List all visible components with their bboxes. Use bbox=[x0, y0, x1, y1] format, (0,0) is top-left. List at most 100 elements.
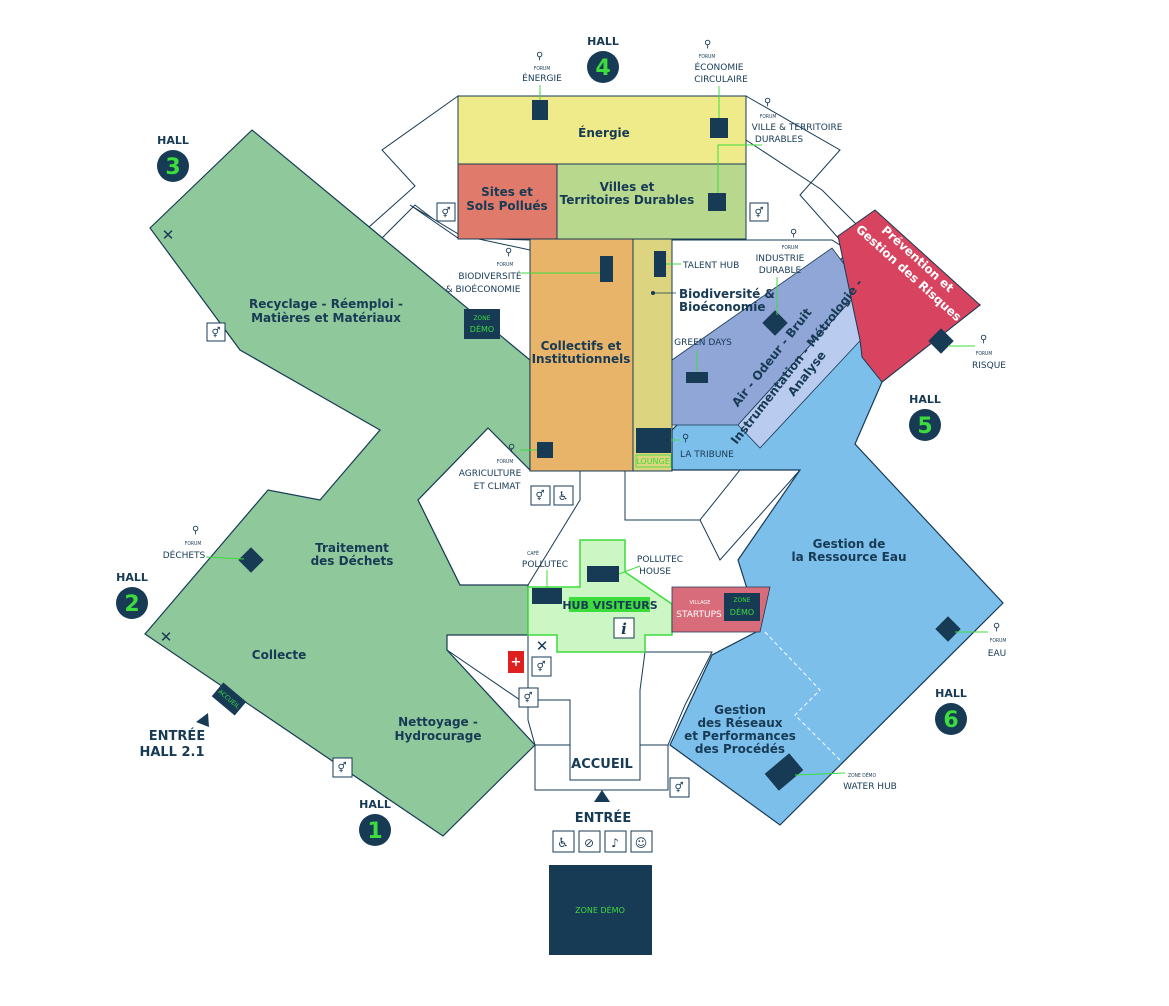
zone-accueil[interactable] bbox=[534, 744, 669, 791]
zone-sites-label-1: Sites et bbox=[481, 185, 533, 199]
entree-arrow-icon bbox=[594, 790, 610, 802]
toilets-icon: ⚥ bbox=[536, 661, 545, 673]
stand-talent-hub[interactable] bbox=[654, 251, 666, 277]
forum-biodiv-mic-icon: ⚲ bbox=[505, 247, 512, 258]
stand-forum-agri[interactable] bbox=[537, 442, 553, 458]
cognitive-impairment-icon: ☺ bbox=[635, 836, 648, 850]
forum-dechets-name: DÉCHETS bbox=[163, 549, 206, 561]
stand-la-tribune[interactable] bbox=[636, 428, 671, 453]
stand-forum-economie[interactable] bbox=[710, 118, 728, 138]
forum-risque-name: RISQUE bbox=[972, 361, 1006, 371]
forum-industrie-name-1: INDUSTRIE bbox=[756, 254, 805, 264]
restaurant-icons: ✕ ✕ ✕ bbox=[160, 226, 549, 655]
forum-energie-small: FORUM bbox=[534, 66, 551, 72]
zone-collectifs-label-1: Collectifs et bbox=[541, 339, 622, 353]
stand-green-days[interactable] bbox=[686, 372, 708, 383]
lounge-label: LOUNGE bbox=[636, 457, 670, 466]
zone-eau-label-2: la Ressource Eau bbox=[791, 550, 906, 564]
stand-forum-industrie[interactable] bbox=[762, 310, 788, 336]
hall-6-word: HALL bbox=[935, 687, 967, 700]
zone-biodiv-label-2: Bioéconomie bbox=[679, 300, 766, 314]
toilets-icon: ⚥ bbox=[754, 207, 763, 219]
entree-21-label-2: HALL 2.1 bbox=[139, 745, 204, 760]
stand-forum-biodiv[interactable] bbox=[600, 256, 613, 282]
entree-21-arrow-icon bbox=[196, 713, 209, 727]
restaurant-icon: ✕ bbox=[160, 628, 173, 646]
stand-zone-demo-entree[interactable] bbox=[549, 865, 652, 955]
stand-house[interactable] bbox=[587, 566, 619, 582]
stand-zone-demo-startups[interactable] bbox=[724, 593, 760, 621]
hub-visiteurs-badge[interactable] bbox=[569, 597, 650, 612]
info-icon-box[interactable] bbox=[613, 617, 635, 639]
accueil-label: ACCUEIL bbox=[571, 757, 633, 772]
la-tribune-label: LA TRIBUNE bbox=[680, 450, 734, 460]
stand-forum-dechets[interactable] bbox=[238, 547, 264, 573]
zone-sites-label-2: Sols Pollués bbox=[466, 199, 547, 213]
zone-demo-hall3-demo: DÉMO bbox=[470, 323, 494, 334]
hall-4-circle bbox=[587, 51, 619, 83]
zone-demo-startups-small: ZONE bbox=[733, 597, 750, 604]
toilets-icon: ⚥ bbox=[674, 782, 683, 794]
forum-ville-mic-icon: ⚲ bbox=[764, 97, 771, 108]
hall-1-word: HALL bbox=[359, 798, 391, 811]
zone-recyclage-label-1: Recyclage - Réemploi - bbox=[249, 297, 403, 311]
stand-forum-risque[interactable] bbox=[928, 328, 954, 354]
zone-collectifs-institutionnels[interactable] bbox=[529, 238, 634, 472]
forum-economie-name-1: ÉCONOMIE bbox=[695, 61, 744, 73]
forum-biodiv-small: FORUM bbox=[497, 262, 514, 268]
zone-collecte-label: Collecte bbox=[252, 648, 306, 662]
forum-eau-small: FORUM bbox=[990, 638, 1007, 644]
toilets-icon: ⚥ bbox=[523, 692, 532, 704]
forum-biodiv-name-1: BIODIVERSITÉ bbox=[458, 270, 521, 282]
toilets-icon: ⚥ bbox=[337, 762, 346, 774]
village-name: STARTUPS bbox=[676, 610, 722, 620]
hub-visiteurs-label: HUB VISITEURS bbox=[562, 599, 657, 612]
zone-prevention-risques[interactable] bbox=[837, 209, 981, 383]
stand-forum-ville[interactable] bbox=[708, 193, 726, 211]
zone-energie[interactable] bbox=[457, 95, 747, 165]
hall-2-word: HALL bbox=[116, 571, 148, 584]
hearing-impairment-icon: ♪ bbox=[611, 836, 619, 850]
hall-6-number: 6 bbox=[943, 708, 958, 733]
restaurant-icon: ✕ bbox=[536, 637, 549, 655]
forum-dechets-small: FORUM bbox=[185, 541, 202, 547]
stand-forum-eau[interactable] bbox=[935, 616, 961, 642]
forum-agri-mic-icon: ⚲ bbox=[508, 443, 515, 454]
stand-cafe[interactable] bbox=[532, 588, 562, 604]
house-line-1: POLLUTEC bbox=[637, 555, 683, 565]
entree-label: ENTRÉE bbox=[575, 810, 631, 826]
zone-reseaux-label-3: et Performances bbox=[684, 729, 796, 743]
zone-traitement-label-1: Traitement bbox=[315, 541, 389, 555]
stands bbox=[211, 100, 961, 955]
stand-zone-demo-hall3[interactable] bbox=[464, 309, 500, 339]
zone-villes-label-1: Villes et bbox=[600, 180, 655, 194]
info-icon: i bbox=[621, 620, 627, 638]
forum-economie-mic-icon: ⚲ bbox=[704, 39, 711, 50]
stand-forum-energie[interactable] bbox=[532, 100, 548, 120]
forum-agri-name-1: AGRICULTURE bbox=[459, 469, 522, 479]
first-aid-icon bbox=[508, 651, 524, 673]
stand-water-hub[interactable] bbox=[764, 753, 804, 791]
stand-accueil-badge[interactable] bbox=[211, 682, 247, 716]
forum-ville-small: FORUM bbox=[760, 114, 777, 120]
hall-2-circle bbox=[116, 587, 148, 619]
zone-sites-sols-pollues[interactable] bbox=[457, 163, 558, 240]
forum-ville-name-2: DURABLES bbox=[755, 135, 803, 145]
forum-biodiv-name-2: & BIOÉCONOMIE bbox=[446, 283, 521, 295]
entree-21-label-1: ENTRÉE bbox=[149, 728, 205, 744]
talent-hub-label: TALENT HUB bbox=[682, 261, 739, 271]
hall-2-number: 2 bbox=[124, 592, 139, 617]
water-hub-small: ZONE DÉMO bbox=[848, 771, 876, 779]
water-hub-label: WATER HUB bbox=[843, 782, 897, 792]
house-line-2: HOUSE bbox=[639, 567, 671, 577]
green-days-label: GREEN DAYS bbox=[674, 338, 732, 348]
zone-recyclage-label-2: Matières et Matériaux bbox=[251, 311, 401, 325]
forum-energie-name: ÉNERGIE bbox=[522, 72, 562, 84]
toilets-icon: ⚥ bbox=[535, 490, 544, 502]
zone-demo-entree-label: ZONE DÉMO bbox=[575, 904, 625, 915]
visual-impairment-icon: ⊘ bbox=[584, 836, 594, 850]
forum-risque-mic-icon: ⚲ bbox=[980, 334, 987, 345]
hall-6-circle bbox=[935, 703, 967, 735]
forum-economie-name-2: CIRCULAIRE bbox=[694, 75, 748, 85]
